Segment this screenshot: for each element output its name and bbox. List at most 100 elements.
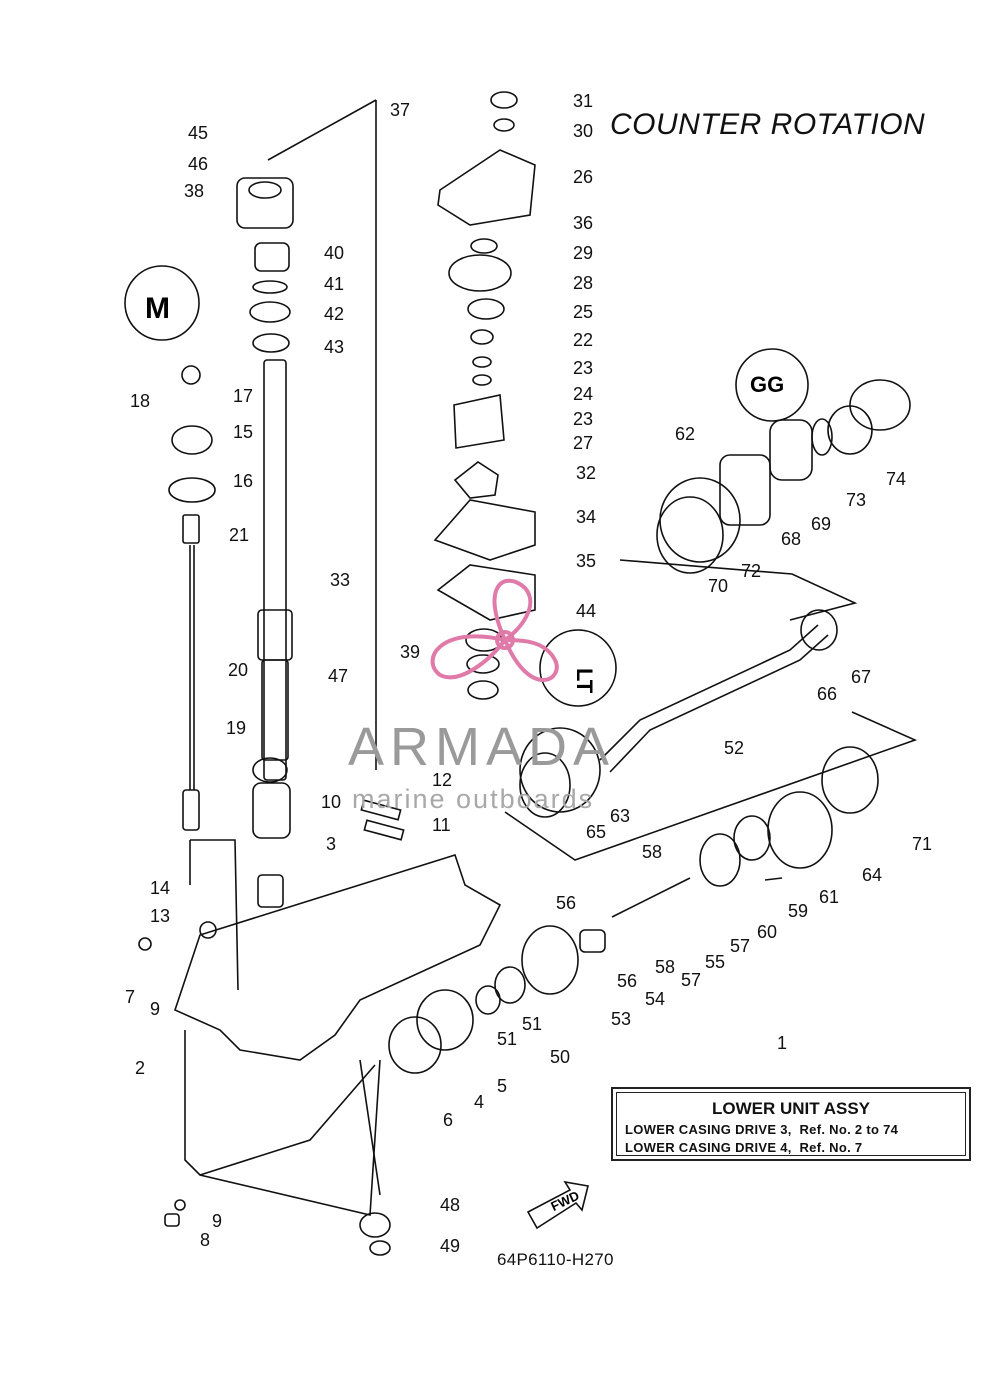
part-label-70: 70 bbox=[708, 576, 728, 596]
assy-ref-number: 1 bbox=[777, 1033, 788, 1053]
part-label-33: 33 bbox=[330, 570, 350, 590]
part-label-17: 17 bbox=[233, 386, 253, 406]
part-label-39: 39 bbox=[400, 642, 420, 662]
part-label-59: 59 bbox=[788, 901, 808, 921]
part-label-26: 26 bbox=[573, 167, 593, 187]
part-label-8: 8 bbox=[200, 1230, 210, 1250]
part-label-69: 69 bbox=[811, 514, 831, 534]
callout-circle-gg bbox=[735, 348, 809, 422]
callout-mark-gg: GG bbox=[750, 372, 784, 397]
watermark-propeller-logo bbox=[430, 578, 559, 682]
part-label-28: 28 bbox=[573, 273, 593, 293]
part-label-51: 51 bbox=[522, 1014, 542, 1034]
part-label-45: 45 bbox=[188, 123, 208, 143]
callout-circle-lt bbox=[539, 629, 617, 707]
box-line-2: LOWER CASING DRIVE 4, Ref. No. 7 bbox=[625, 1140, 863, 1155]
part-label-15: 15 bbox=[233, 422, 253, 442]
part-label-52: 52 bbox=[724, 738, 744, 758]
part-label-60: 60 bbox=[757, 922, 777, 942]
part-label-67: 67 bbox=[851, 667, 871, 687]
part-label-50: 50 bbox=[550, 1047, 570, 1067]
part-label-56: 56 bbox=[556, 893, 576, 913]
leader-lines bbox=[359, 1059, 381, 1196]
part-label-48: 48 bbox=[440, 1195, 460, 1215]
water-pump-group bbox=[433, 91, 536, 700]
part-label-35: 35 bbox=[576, 551, 596, 571]
part-label-63: 63 bbox=[610, 806, 630, 826]
part-label-66: 66 bbox=[817, 684, 837, 704]
box-line-1: LOWER CASING DRIVE 3, Ref. No. 2 to 74 bbox=[625, 1122, 899, 1137]
part-label-56: 56 bbox=[617, 971, 637, 991]
part-label-58: 58 bbox=[655, 957, 675, 977]
box-heading: LOWER UNIT ASSY bbox=[711, 1099, 871, 1118]
part-label-18: 18 bbox=[130, 391, 150, 411]
part-label-32: 32 bbox=[576, 463, 596, 483]
part-label-58: 58 bbox=[642, 842, 662, 862]
part-label-41: 41 bbox=[324, 274, 344, 294]
part-label-40: 40 bbox=[324, 243, 344, 263]
part-label-38: 38 bbox=[184, 181, 204, 201]
part-label-2: 2 bbox=[135, 1058, 145, 1078]
part-label-44: 44 bbox=[576, 601, 596, 621]
part-label-14: 14 bbox=[150, 878, 170, 898]
propeller-shaft-group bbox=[388, 379, 911, 1074]
part-label-43: 43 bbox=[324, 337, 344, 357]
part-label-22: 22 bbox=[573, 330, 593, 350]
part-label-5: 5 bbox=[497, 1076, 507, 1096]
part-label-65: 65 bbox=[586, 822, 606, 842]
part-label-23: 23 bbox=[573, 409, 593, 429]
part-label-73: 73 bbox=[846, 490, 866, 510]
part-label-9: 9 bbox=[212, 1211, 222, 1231]
bearing-stack-upper bbox=[236, 177, 294, 353]
part-label-71: 71 bbox=[912, 834, 932, 854]
part-label-29: 29 bbox=[573, 243, 593, 263]
part-label-11: 11 bbox=[432, 815, 451, 835]
shift-rod bbox=[168, 365, 216, 831]
part-label-30: 30 bbox=[573, 121, 593, 141]
part-label-6: 6 bbox=[443, 1110, 453, 1130]
part-label-16: 16 bbox=[233, 471, 253, 491]
part-label-24: 24 bbox=[573, 384, 593, 404]
part-label-46: 46 bbox=[188, 154, 208, 174]
part-label-23: 23 bbox=[573, 358, 593, 378]
gear-group-bracket bbox=[504, 711, 918, 861]
part-label-25: 25 bbox=[573, 302, 593, 322]
watermark-brand: ARMADA bbox=[348, 717, 616, 777]
part-label-47: 47 bbox=[328, 666, 348, 686]
part-label-57: 57 bbox=[681, 970, 701, 990]
part-label-57: 57 bbox=[730, 936, 750, 956]
part-label-42: 42 bbox=[324, 304, 344, 324]
part-label-36: 36 bbox=[573, 213, 593, 233]
part-label-49: 49 bbox=[440, 1236, 460, 1256]
part-label-74: 74 bbox=[886, 469, 906, 489]
part-label-20: 20 bbox=[228, 660, 248, 680]
callout-mark-lt: LT bbox=[572, 668, 597, 694]
callout-mark-m: M bbox=[145, 292, 170, 325]
diagram-code: 64P6110-H270 bbox=[497, 1250, 614, 1269]
part-label-19: 19 bbox=[226, 718, 246, 738]
callout-circle-m bbox=[124, 265, 200, 341]
part-label-68: 68 bbox=[781, 529, 801, 549]
drive-shaft-group-line bbox=[267, 99, 377, 161]
drive-shaft bbox=[257, 359, 293, 781]
part-label-61: 61 bbox=[819, 887, 839, 907]
watermark-tagline: marine outboards bbox=[352, 784, 595, 814]
part-label-51: 51 bbox=[497, 1029, 517, 1049]
part-label-4: 4 bbox=[474, 1092, 484, 1112]
part-label-72: 72 bbox=[741, 561, 761, 581]
box-inner-frame: LOWER UNIT ASSY LOWER CASING DRIVE 3, Re… bbox=[616, 1092, 966, 1156]
part-label-37: 37 bbox=[390, 100, 410, 120]
part-label-12: 12 bbox=[432, 770, 452, 790]
part-label-34: 34 bbox=[576, 507, 596, 527]
leader-lower bbox=[190, 839, 239, 991]
part-label-64: 64 bbox=[862, 865, 882, 885]
part-label-27: 27 bbox=[573, 433, 593, 453]
part-label-7: 7 bbox=[125, 987, 135, 1007]
pump-group-bracket bbox=[619, 559, 858, 621]
part-label-9: 9 bbox=[150, 999, 160, 1019]
part-label-13: 13 bbox=[150, 906, 170, 926]
diagram-title: COUNTER ROTATION bbox=[610, 108, 926, 141]
part-label-21: 21 bbox=[229, 525, 249, 545]
